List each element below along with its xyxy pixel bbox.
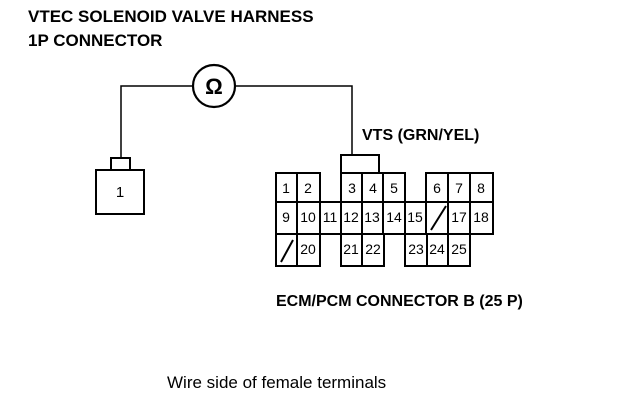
ecm-pin-4: 4 bbox=[369, 180, 377, 196]
ecm-cavity-19-plug bbox=[280, 239, 294, 263]
ecm-cavity-grid bbox=[275, 172, 494, 267]
ecm-pin-22: 22 bbox=[365, 241, 381, 257]
ecm-pin-8: 8 bbox=[477, 180, 485, 196]
ecm-pin-6: 6 bbox=[433, 180, 441, 196]
ecm-pin-17: 17 bbox=[451, 209, 467, 225]
harness-title-line2: 1P CONNECTOR bbox=[28, 31, 162, 50]
ecm-pin-14: 14 bbox=[386, 209, 402, 225]
ecm-pin-7: 7 bbox=[455, 180, 463, 196]
ecm-connector-label: ECM/PCM CONNECTOR B (25 P) bbox=[276, 293, 523, 310]
ecm-pin-labels: 1 2 3 4 5 6 7 8 9 10 11 12 13 14 15 17 1… bbox=[282, 180, 489, 257]
ecm-pin-2: 2 bbox=[304, 180, 312, 196]
ecm-pin-18: 18 bbox=[473, 209, 489, 225]
ecm-pin-1: 1 bbox=[282, 180, 290, 196]
ecm-pin-9: 9 bbox=[282, 209, 290, 225]
ecm-pin-13: 13 bbox=[364, 209, 380, 225]
harness-title-line1: VTEC SOLENOID VALVE HARNESS bbox=[28, 7, 314, 26]
ohmmeter-icon: Ω bbox=[191, 63, 237, 109]
ecm-pin-3: 3 bbox=[348, 180, 356, 196]
wire-solenoid-to-meter bbox=[120, 85, 192, 163]
ecm-pin-25: 25 bbox=[451, 241, 467, 257]
solenoid-pin-1: 1 bbox=[116, 184, 124, 201]
ecm-pin-20: 20 bbox=[300, 241, 316, 257]
ecm-lock-tab bbox=[340, 154, 380, 174]
ecm-cavity-mid-10 bbox=[469, 201, 494, 235]
ecm-pin-10: 10 bbox=[300, 209, 316, 225]
solenoid-1p-connector: 1 bbox=[95, 157, 145, 215]
ohm-symbol: Ω bbox=[205, 74, 223, 99]
ecm-pcm-connector-b: 1 2 3 4 5 6 7 8 9 10 11 12 13 14 15 17 1… bbox=[275, 154, 494, 267]
ecm-pin-15: 15 bbox=[407, 209, 423, 225]
ecm-pin-23: 23 bbox=[408, 241, 424, 257]
connector-body bbox=[95, 169, 145, 215]
ecm-cavity-bot-7 bbox=[447, 233, 471, 267]
ecm-cavity-16-plug bbox=[430, 205, 447, 231]
ecm-pin-21: 21 bbox=[343, 241, 359, 257]
ecm-pin-12: 12 bbox=[343, 209, 359, 225]
figure-caption: Wire side of female terminals bbox=[167, 373, 386, 392]
ecm-pin-5: 5 bbox=[390, 180, 398, 196]
ecm-cavity-bot-2 bbox=[296, 233, 321, 267]
ecm-cavity-bot-4 bbox=[361, 233, 385, 267]
vts-wire-label: VTS (GRN/YEL) bbox=[362, 127, 479, 144]
ecm-pin-24: 24 bbox=[429, 241, 445, 257]
ecm-pin-11: 11 bbox=[323, 209, 338, 225]
